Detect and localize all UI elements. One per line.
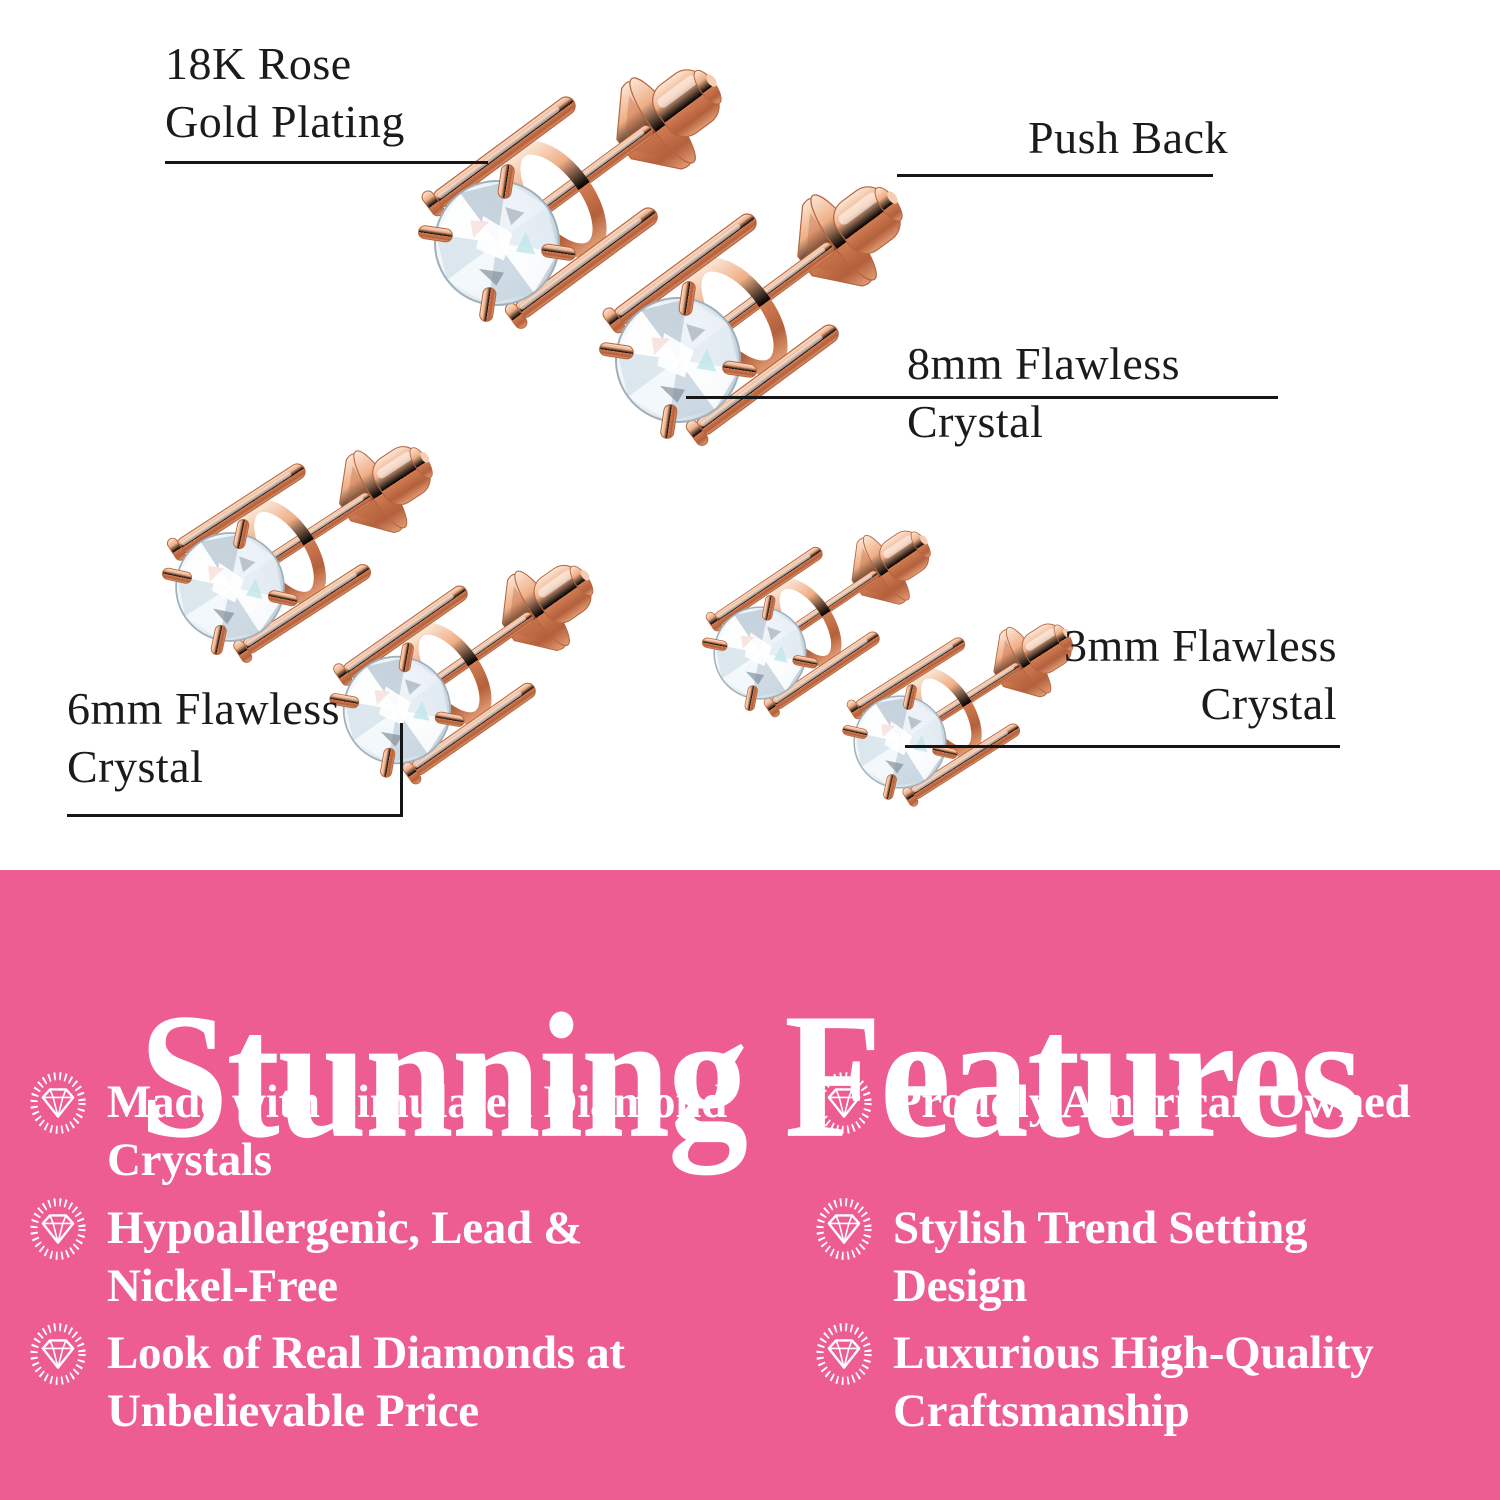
callout-line [165, 161, 488, 164]
feature-line: Design [893, 1260, 1027, 1312]
feature-line: Made with Simulated Diamond [107, 1076, 727, 1128]
feature-line: Nickel-Free [107, 1260, 338, 1312]
callout-text: Push Back [1028, 112, 1228, 163]
callout-6mm-crystal: 6mm Flawless Crystal [67, 680, 387, 796]
callout-line [897, 174, 1213, 177]
feature-item: Luxurious High-Quality Craftsmanship [812, 1324, 1374, 1440]
feature-line: Craftsmanship [893, 1385, 1190, 1437]
feature-item: Made with Simulated Diamond Crystals [26, 1073, 727, 1189]
callout-text: 3mm Flawless [1063, 620, 1337, 671]
earring-showcase: 18K Rose Gold Plating Push Back 8mm Flaw… [67, 6, 1340, 825]
feature-line: Unbelievable Price [107, 1385, 479, 1437]
callout-rose-gold-plating: 18K Rose Gold Plating [165, 35, 465, 151]
feature-item: Stylish Trend Setting Design [812, 1199, 1308, 1315]
feature-line: Hypoallergenic, Lead & [107, 1202, 583, 1254]
diamond-sunburst-icon [812, 1067, 876, 1139]
feature-item: Look of Real Diamonds at Unbelievable Pr… [26, 1324, 625, 1440]
feature-line: Proudly American Owned [893, 1076, 1411, 1128]
feature-line: Look of Real Diamonds at [107, 1327, 625, 1379]
diamond-sunburst-icon [812, 1318, 876, 1390]
feature-line: Crystals [107, 1134, 272, 1186]
callout-8mm-crystal: 8mm Flawless Crystal [907, 335, 1327, 451]
diamond-sunburst-icon [26, 1067, 90, 1139]
earring-8mm-right [578, 130, 947, 464]
diamond-sunburst-icon [26, 1318, 90, 1390]
feature-line: Stylish Trend Setting [893, 1202, 1308, 1254]
callout-line [67, 814, 403, 817]
features-banner [0, 870, 1500, 1500]
callout-text: 18K Rose [165, 38, 352, 89]
callout-line [686, 396, 1278, 399]
feature-item: Proudly American Owned [812, 1073, 1411, 1139]
callout-text: Gold Plating [165, 96, 405, 147]
callout-text: 8mm Flawless Crystal [907, 338, 1181, 447]
diamond-sunburst-icon [26, 1193, 90, 1265]
callout-text: 6mm Flawless [67, 683, 341, 734]
feature-line: Luxurious High-Quality [893, 1327, 1374, 1379]
diamond-sunburst-icon [812, 1193, 876, 1265]
callout-line [400, 723, 403, 817]
callout-3mm-crystal: 3mm Flawless Crystal [1007, 617, 1337, 733]
callout-text: Crystal [1200, 678, 1337, 729]
callout-text: Crystal [67, 741, 204, 792]
features-heading: Stunning Features [139, 975, 1362, 1176]
callout-line [905, 745, 1340, 748]
callout-push-back: Push Back [1028, 109, 1328, 167]
feature-item: Hypoallergenic, Lead & Nickel-Free [26, 1199, 582, 1315]
